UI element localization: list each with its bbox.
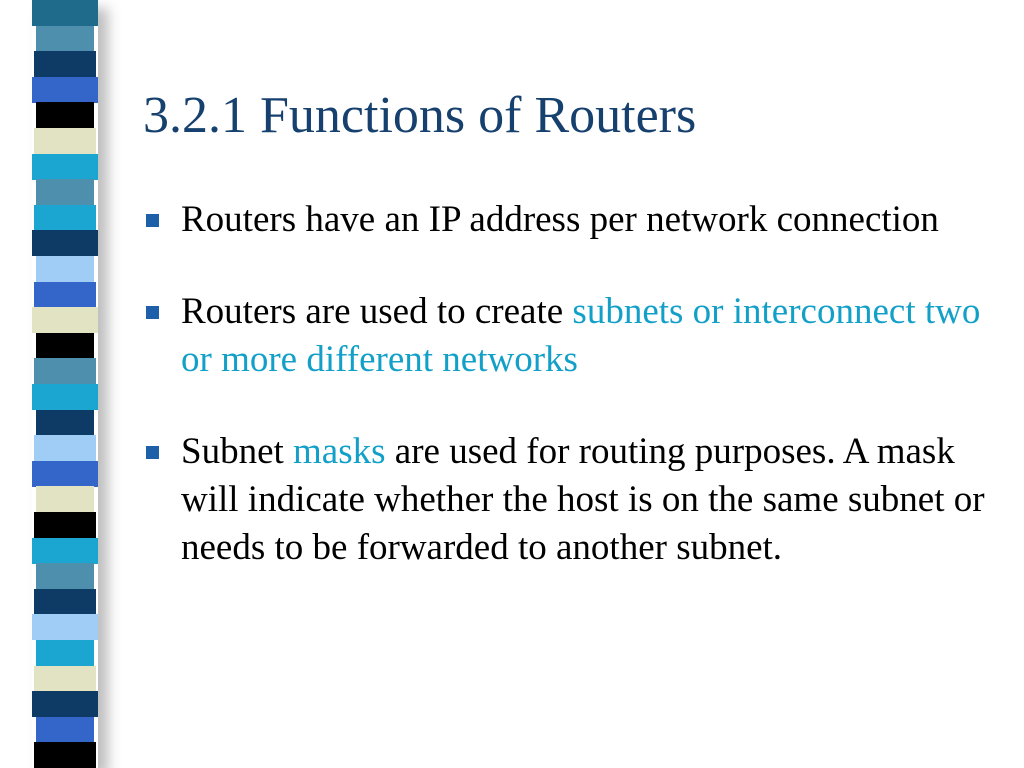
- bullet-text: Routers have an IP address per network c…: [181, 199, 939, 240]
- decorative-stripe: [36, 256, 94, 283]
- bullet-text: Subnet masks are used for routing purpos…: [181, 431, 985, 568]
- decorative-stripe: [36, 25, 94, 52]
- decorative-stripe: [34, 128, 96, 155]
- decorative-stripe: [34, 742, 96, 768]
- decorative-stripe: [32, 153, 98, 180]
- square-bullet-icon: [146, 306, 159, 319]
- decorative-stripe: [34, 512, 96, 539]
- decorative-stripe: [32, 614, 98, 641]
- decorative-stripe: [36, 640, 94, 667]
- bullet-item: Subnet masks are used for routing purpos…: [143, 428, 1013, 572]
- bullet-list: Routers have an IP address per network c…: [143, 196, 1013, 616]
- bullet-text-segment: Routers have an IP address per network c…: [181, 199, 939, 240]
- bullet-text-segment: Subnet: [181, 431, 294, 472]
- decorative-stripe: [36, 179, 94, 206]
- decorative-stripe: [36, 102, 94, 129]
- decorative-stripe: [32, 0, 98, 27]
- decorative-stripe: [34, 281, 96, 308]
- bullet-item: Routers are used to create subnets or in…: [143, 288, 1013, 384]
- decorative-stripe: [32, 230, 98, 257]
- decorative-stripe: [32, 76, 98, 103]
- decorative-stripe: [36, 409, 94, 436]
- decorative-stripe: [32, 307, 98, 334]
- decorative-stripe: [36, 716, 94, 743]
- square-bullet-icon: [146, 446, 159, 459]
- bullet-text-segment: Routers are used to create: [181, 291, 573, 332]
- decorative-stripe: [34, 665, 96, 692]
- slide-title: 3.2.1 Functions of Routers: [143, 87, 697, 144]
- decorative-stripe: [36, 486, 94, 513]
- decorative-stripe: [34, 435, 96, 462]
- decorative-stripe: [32, 384, 98, 411]
- decorative-stripe-bar: [32, 0, 98, 768]
- highlighted-term: masks: [293, 431, 386, 472]
- decorative-stripe: [32, 691, 98, 718]
- decorative-stripe: [34, 588, 96, 615]
- decorative-stripe: [32, 460, 98, 487]
- bullet-text-segment: are used for routing purposes. A mask wi…: [181, 431, 985, 568]
- decorative-stripe: [34, 51, 96, 78]
- decorative-stripe: [36, 563, 94, 590]
- square-bullet-icon: [146, 214, 159, 227]
- highlighted-term: subnets or interconnect two or more diff…: [181, 291, 981, 380]
- decorative-stripe: [36, 332, 94, 359]
- bullet-text: Routers are used to create subnets or in…: [181, 291, 980, 380]
- decorative-stripe: [32, 537, 98, 564]
- decorative-stripe: [34, 204, 96, 231]
- bullet-item: Routers have an IP address per network c…: [143, 196, 1013, 244]
- decorative-stripe: [34, 358, 96, 385]
